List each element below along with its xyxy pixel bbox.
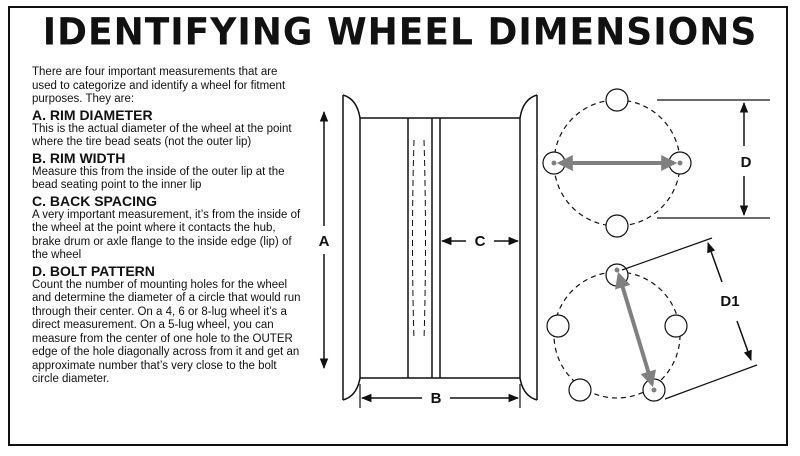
bolt-pattern-5-lug — [546, 263, 688, 402]
description-column: There are four important measurements th… — [32, 66, 302, 387]
section-heading-bolt-pattern: D. BOLT PATTERN — [32, 262, 155, 279]
diagram-frame — [8, 6, 788, 446]
label-d1: D1 — [720, 293, 739, 310]
dimension-d1: D1 — [621, 237, 758, 400]
label-d: D — [741, 154, 752, 171]
lug-hole — [546, 314, 570, 338]
dimension-d: D — [657, 99, 770, 219]
bolt-pattern-4-lug — [542, 88, 692, 238]
section-heading-rim-width: B. RIM WIDTH — [32, 149, 126, 166]
label-b: B — [431, 390, 442, 407]
section-body-bolt-pattern: Count the number of mounting holes for t… — [32, 278, 301, 386]
dimension-a: A — [319, 110, 330, 370]
section-heading-back-spacing: C. BACK SPACING — [32, 192, 157, 209]
dimension-b: B — [359, 384, 521, 408]
label-a: A — [319, 233, 330, 250]
section-body-rim-diameter: This is the actual diameter of the wheel… — [32, 122, 292, 149]
section-body-back-spacing: A very important measurement, it’s from … — [32, 208, 301, 262]
dimension-c: C — [440, 233, 520, 250]
lug-hole — [664, 314, 688, 338]
diagonal-measure-arrow — [615, 271, 656, 388]
section-body-rim-width: Measure this from the inside of the oute… — [32, 165, 285, 192]
rim-profile — [342, 94, 538, 401]
label-c: C — [475, 233, 486, 250]
section-heading-rim-diameter: A. RIM DIAMETER — [32, 106, 153, 123]
page-title: IDENTIFYING WHEEL DIMENSIONS — [42, 10, 758, 55]
lug-hole — [568, 378, 592, 402]
intro-text: There are four important measurements th… — [32, 66, 286, 105]
lug-hole — [605, 214, 629, 238]
lug-hole — [605, 88, 629, 112]
lug-hole — [605, 263, 629, 287]
